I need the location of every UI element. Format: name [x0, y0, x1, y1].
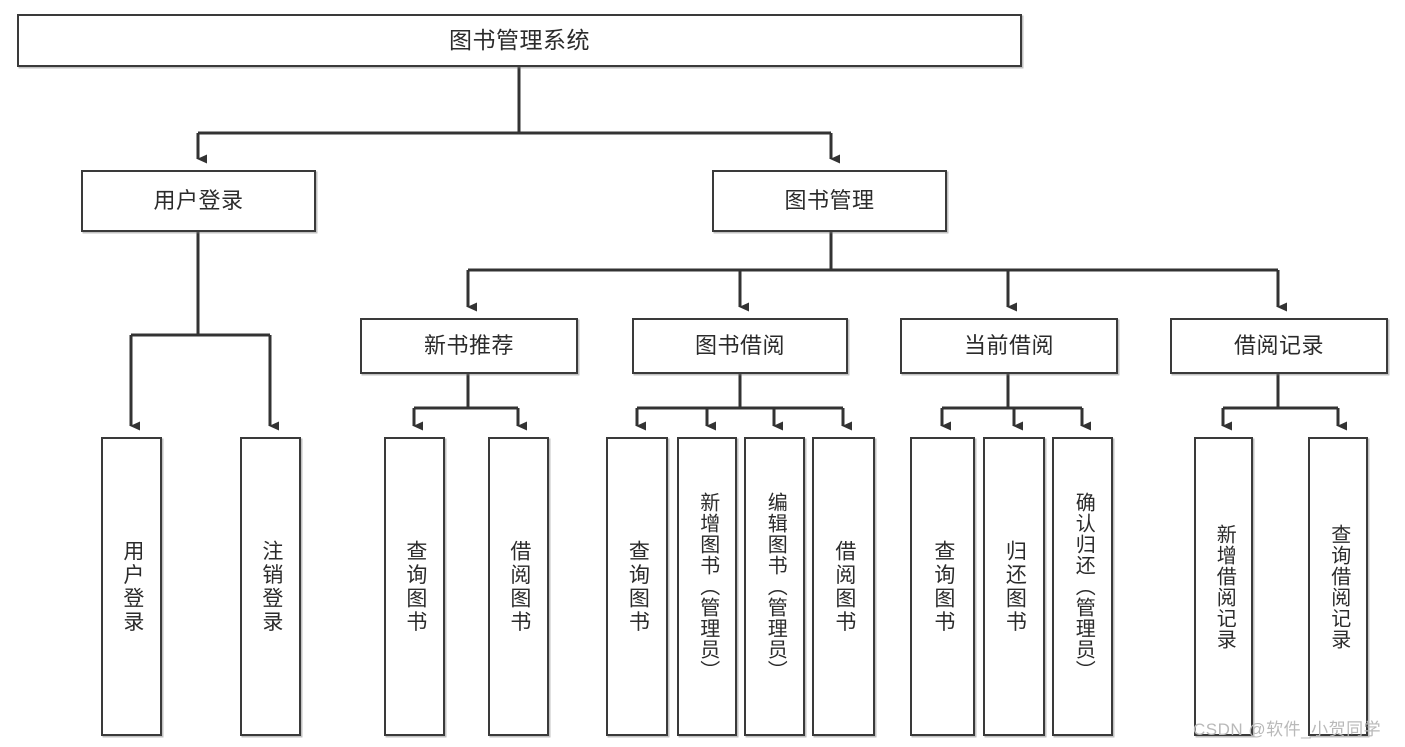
node-label: 当前借阅: [963, 332, 1054, 358]
node-user-login[interactable]: 用户登录: [81, 170, 316, 232]
leaf-user-login-logout[interactable]: 注销登录: [240, 437, 301, 736]
node-label: 新增借阅记录: [1213, 523, 1236, 650]
node-label: 图书借阅: [694, 332, 785, 358]
node-label: 确认归还（管理员）: [1072, 492, 1095, 681]
leaf-book-borrow-add-book-admin[interactable]: 新增图书（管理员）: [677, 437, 737, 736]
node-label: 查询图书: [931, 539, 955, 634]
node-label: 新书推荐: [423, 332, 514, 358]
node-borrow-record[interactable]: 借阅记录: [1170, 318, 1388, 374]
leaf-current-borrow-confirm-return-admin[interactable]: 确认归还（管理员）: [1052, 437, 1113, 736]
node-new-book-recommend[interactable]: 新书推荐: [360, 318, 578, 374]
node-label: 查询借阅记录: [1327, 523, 1350, 650]
node-root-book-management-system[interactable]: 图书管理系统: [17, 14, 1022, 67]
node-book-borrow[interactable]: 图书借阅: [632, 318, 848, 374]
node-label: 借阅记录: [1233, 332, 1324, 358]
node-label: 归还图书: [1003, 539, 1027, 634]
leaf-current-borrow-return-book[interactable]: 归还图书: [983, 437, 1045, 736]
node-current-borrow[interactable]: 当前借阅: [900, 318, 1118, 374]
leaf-book-borrow-borrow-book[interactable]: 借阅图书: [812, 437, 875, 736]
leaf-book-borrow-query-book[interactable]: 查询图书: [606, 437, 668, 736]
node-book-management[interactable]: 图书管理: [712, 170, 947, 232]
node-label: 注销登录: [259, 539, 283, 634]
node-label: 查询图书: [626, 539, 650, 634]
node-label: 用户登录: [120, 539, 144, 634]
node-label: 图书管理系统: [449, 26, 590, 53]
node-label: 借阅图书: [832, 539, 856, 634]
leaf-borrow-record-add-record[interactable]: 新增借阅记录: [1194, 437, 1253, 736]
leaf-borrow-record-query-record[interactable]: 查询借阅记录: [1308, 437, 1368, 736]
leaf-current-borrow-query-book[interactable]: 查询图书: [910, 437, 975, 736]
leaf-book-borrow-edit-book-admin[interactable]: 编辑图书（管理员）: [744, 437, 805, 736]
csdn-watermark: CSDN @软件_小贺同学: [1193, 720, 1382, 739]
leaf-new-book-query-book[interactable]: 查询图书: [384, 437, 445, 736]
leaf-new-book-borrow-book[interactable]: 借阅图书: [488, 437, 549, 736]
node-label: 用户登录: [153, 187, 244, 213]
node-label: 借阅图书: [507, 539, 531, 634]
node-label: 查询图书: [403, 539, 427, 634]
node-label: 新增图书（管理员）: [696, 492, 719, 681]
leaf-user-login-login[interactable]: 用户登录: [101, 437, 162, 736]
node-label: 编辑图书（管理员）: [764, 492, 787, 681]
node-label: 图书管理: [784, 187, 875, 213]
